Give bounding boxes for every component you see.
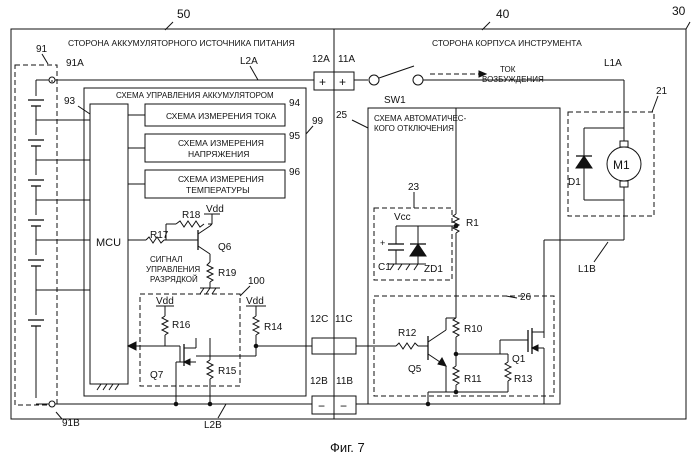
connector-12B-11B: − − — [312, 396, 356, 414]
battery-cells — [28, 100, 44, 398]
label-L2B: L2B — [204, 420, 222, 431]
connector-12A-11A: + + — [314, 72, 354, 90]
mcu-ground — [97, 384, 121, 390]
ref-26: 26 — [520, 292, 532, 303]
resistor-r18 — [176, 221, 204, 227]
psu-ground — [388, 264, 426, 270]
battery-control-label: СХЕМА УПРАВЛЕНИЯ АККУМУЛЯТОРОМ — [116, 91, 274, 100]
svg-text:+: + — [339, 75, 346, 89]
discharge-signal-label-2: УПРАВЛЕНИЯ — [146, 265, 200, 274]
svg-text:+: + — [380, 238, 385, 248]
figure-caption: Фиг. 7 — [330, 440, 365, 455]
sw1-label: SW1 — [384, 95, 406, 106]
ref-23: 23 — [408, 182, 420, 193]
vdd-label-2: Vdd — [156, 296, 174, 307]
label-L2A: L2A — [240, 56, 258, 67]
ref-12C: 12C — [310, 314, 328, 325]
q7-label: Q7 — [150, 370, 164, 381]
ref-40: 40 — [496, 7, 510, 21]
svg-text:−: − — [318, 399, 325, 413]
r16-label: R16 — [172, 320, 191, 331]
ref-11C: 11C — [335, 314, 353, 325]
svg-text:−: − — [340, 399, 347, 413]
resistor-r13 — [505, 362, 511, 381]
zd1-label: ZD1 — [424, 264, 443, 275]
ref-91: 91 — [36, 44, 48, 55]
battery-side-label: СТОРОНА АККУМУЛЯТОРНОГО ИСТОЧНИКА ПИТАНИ… — [68, 38, 295, 48]
diode-d1 — [576, 156, 592, 168]
resistor-r12 — [396, 343, 418, 349]
q6-label: Q6 — [218, 242, 232, 253]
resistor-r14 — [253, 316, 259, 335]
vdd-label-3: Vdd — [246, 296, 264, 307]
resistor-r15 — [207, 360, 213, 379]
ref-100: 100 — [248, 276, 265, 287]
tool-side-frame — [334, 29, 686, 419]
ref-50: 50 — [177, 7, 191, 21]
resistor-r1 — [453, 214, 459, 233]
mcu-label: MCU — [96, 237, 121, 249]
switch-sw1 — [379, 66, 414, 78]
r19-label: R19 — [218, 268, 237, 279]
label-L1B: L1B — [578, 264, 596, 275]
resistor-r19 — [207, 262, 213, 282]
q1-label: Q1 — [512, 354, 526, 365]
resistor-r10 — [453, 318, 459, 337]
ref-21: 21 — [656, 86, 668, 97]
switch-sw1-contact-b — [413, 75, 423, 85]
discharge-signal-label-3: РАЗРЯДКОЙ — [150, 275, 198, 284]
ref-91A: 91A — [66, 58, 84, 69]
svg-text:+: + — [319, 75, 326, 89]
q5-label: Q5 — [408, 364, 422, 375]
ref-93: 93 — [64, 96, 76, 107]
q6-ground — [200, 288, 220, 294]
discharge-signal-label-1: СИГНАЛ — [150, 255, 182, 264]
m1-label: M1 — [613, 158, 630, 172]
tool-side-label: СТОРОНА КОРПУСА ИНСТРУМЕНТА — [432, 38, 582, 48]
ref-94: 94 — [289, 98, 301, 109]
r15-label: R15 — [218, 366, 237, 377]
auto-shutoff-label-1: СХЕМА АВТОМАТИЧЕС- — [374, 114, 467, 123]
ref-11A: 11A — [338, 54, 355, 65]
vcc-label: Vcc — [394, 212, 411, 223]
ref-12B: 12B — [310, 376, 328, 387]
current-measurement-label: СХЕМА ИЗМЕРЕНИЯ ТОКА — [166, 111, 277, 121]
d1-label: D1 — [568, 177, 581, 188]
ref-12A: 12A — [312, 54, 330, 65]
temperature-measurement-label-2: ТЕМПЕРАТУРЫ — [186, 185, 250, 195]
ref-99: 99 — [312, 116, 324, 127]
r12-label: R12 — [398, 328, 417, 339]
voltage-measurement-label-1: СХЕМА ИЗМЕРЕНИЯ — [178, 138, 264, 148]
voltage-measurement-label-2: НАПРЯЖЕНИЯ — [188, 149, 249, 159]
r13-label: R13 — [514, 374, 533, 385]
terminal-91B — [49, 401, 55, 407]
auto-shutoff-block — [368, 108, 560, 404]
vdd-label-1: Vdd — [206, 204, 224, 215]
ref-96: 96 — [289, 167, 301, 178]
ref-11B: 11B — [336, 376, 353, 387]
ref-95: 95 — [289, 131, 301, 142]
auto-shutoff-label-2: КОГО ОТКЛЮЧЕНИЯ — [374, 124, 454, 133]
ref-30: 30 — [672, 4, 686, 18]
r1-label: R1 — [466, 218, 479, 229]
r11-label: R11 — [464, 374, 482, 385]
switch-sw1-contact-a — [369, 75, 379, 85]
r17-label: R17 — [150, 230, 169, 241]
connector-12C-11C — [312, 338, 356, 354]
ref-91B: 91B — [62, 418, 80, 429]
r14-label: R14 — [264, 322, 283, 333]
label-L1A: L1A — [604, 58, 622, 69]
excitation-label-1: ТОК — [500, 65, 516, 74]
temperature-measurement-label-1: СХЕМА ИЗМЕРЕНИЯ — [178, 174, 264, 184]
resistor-r16 — [162, 316, 168, 335]
resistor-r11 — [453, 366, 459, 385]
r18-label: R18 — [182, 210, 201, 221]
r10-label: R10 — [464, 324, 483, 335]
excitation-label-2: ВОЗБУЖДЕНИЯ — [482, 75, 544, 84]
ref-25: 25 — [336, 110, 348, 121]
